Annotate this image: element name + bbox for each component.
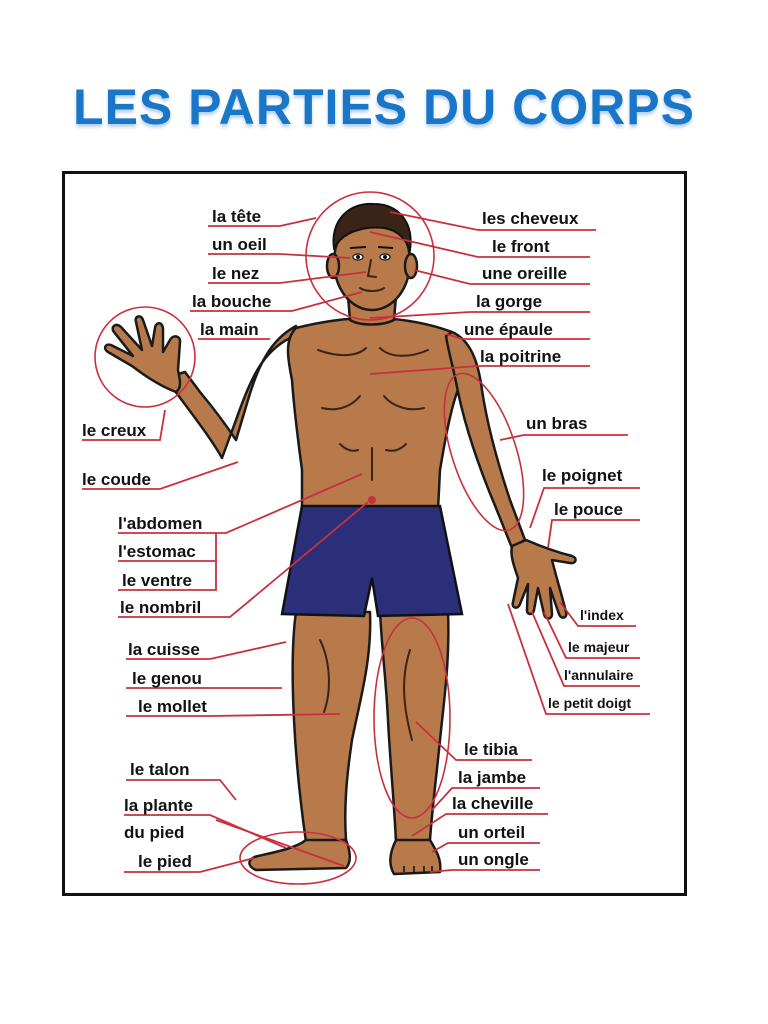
label-creux: le creux bbox=[82, 421, 147, 440]
left-leader-lines bbox=[82, 217, 369, 873]
label-poitrine: la poitrine bbox=[480, 347, 561, 366]
label-gorge: la gorge bbox=[476, 292, 542, 311]
label-nez: le nez bbox=[212, 264, 259, 283]
label-poignet: le poignet bbox=[542, 466, 623, 485]
label-talon: le talon bbox=[130, 760, 190, 779]
left-ear bbox=[325, 252, 341, 280]
label-tibia: le tibia bbox=[464, 740, 518, 759]
left-arm bbox=[163, 324, 298, 460]
label-pied: le pied bbox=[138, 852, 192, 871]
label-cheville: la cheville bbox=[452, 794, 533, 813]
label-ongle: un ongle bbox=[458, 850, 529, 869]
label-petit-doigt: le petit doigt bbox=[548, 695, 632, 711]
label-oeil: un oeil bbox=[212, 235, 267, 254]
right-foot bbox=[389, 838, 442, 876]
label-tete: la tête bbox=[212, 207, 261, 226]
label-plante-1: la plante bbox=[124, 796, 193, 815]
label-nombril: le nombril bbox=[120, 598, 201, 617]
label-main: la main bbox=[200, 320, 259, 339]
label-annulaire: l'annulaire bbox=[564, 667, 634, 683]
left-hand bbox=[103, 315, 182, 394]
label-abdomen: l'abdomen bbox=[118, 514, 202, 533]
left-foot bbox=[248, 838, 351, 872]
label-cheveux: les cheveux bbox=[482, 209, 579, 228]
label-ventre: le ventre bbox=[122, 571, 192, 590]
label-plante-2: du pied bbox=[124, 823, 184, 842]
label-coude: le coude bbox=[82, 470, 151, 489]
label-cuisse: la cuisse bbox=[128, 640, 200, 659]
label-orteil: un orteil bbox=[458, 823, 525, 842]
label-front: le front bbox=[492, 237, 550, 256]
shorts bbox=[280, 504, 464, 618]
label-index: l'index bbox=[580, 607, 624, 623]
label-bouche: la bouche bbox=[192, 292, 271, 311]
highlight-circles bbox=[94, 191, 525, 885]
label-oreille: une oreille bbox=[482, 264, 567, 283]
label-mollet: le mollet bbox=[138, 697, 207, 716]
right-ear bbox=[403, 252, 419, 280]
human-figure bbox=[103, 202, 577, 876]
label-genou: le genou bbox=[132, 669, 202, 688]
label-bras: un bras bbox=[526, 414, 587, 433]
label-majeur: le majeur bbox=[568, 639, 630, 655]
left-leg bbox=[291, 610, 372, 844]
left-labels: la tête un oeil le nez la bouche la main… bbox=[82, 207, 271, 871]
label-jambe: la jambe bbox=[458, 768, 526, 787]
label-pouce: le pouce bbox=[554, 500, 623, 519]
right-leader-lines bbox=[369, 211, 650, 873]
torso bbox=[286, 316, 469, 512]
hair bbox=[332, 202, 412, 254]
right-labels: les cheveux le front une oreille la gorg… bbox=[452, 209, 634, 869]
page-title: LES PARTIES DU CORPS bbox=[73, 79, 695, 135]
label-estomac: l'estomac bbox=[118, 542, 196, 561]
label-epaule: une épaule bbox=[464, 320, 553, 339]
right-hand bbox=[510, 538, 577, 620]
